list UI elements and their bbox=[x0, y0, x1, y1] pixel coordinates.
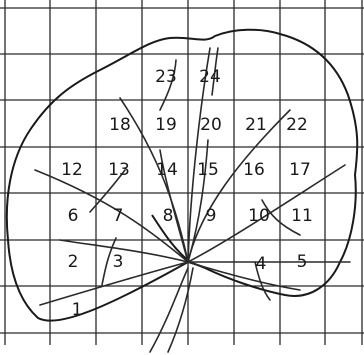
cell-label-9: 9 bbox=[206, 206, 217, 226]
cell-label-17: 17 bbox=[289, 160, 311, 180]
cell-label-24: 24 bbox=[199, 67, 221, 87]
cell-label-12: 12 bbox=[61, 160, 83, 180]
cell-label-8: 8 bbox=[163, 206, 174, 226]
cell-label-10: 10 bbox=[248, 206, 270, 226]
cell-label-16: 16 bbox=[243, 160, 265, 180]
cell-label-1: 1 bbox=[72, 300, 83, 320]
cell-label-22: 22 bbox=[286, 115, 308, 135]
cell-label-14: 14 bbox=[156, 160, 178, 180]
cell-label-23: 23 bbox=[155, 67, 177, 87]
cell-label-19: 19 bbox=[155, 115, 177, 135]
cell-label-21: 21 bbox=[245, 115, 267, 135]
cell-label-11: 11 bbox=[291, 206, 313, 226]
cell-label-2: 2 bbox=[68, 252, 79, 272]
cell-label-20: 20 bbox=[200, 115, 222, 135]
cell-label-15: 15 bbox=[197, 160, 219, 180]
cell-label-5: 5 bbox=[297, 252, 308, 272]
cell-label-3: 3 bbox=[113, 252, 124, 272]
cell-label-18: 18 bbox=[109, 115, 131, 135]
cell-label-6: 6 bbox=[68, 206, 79, 226]
cell-label-4: 4 bbox=[256, 254, 267, 274]
cell-label-13: 13 bbox=[108, 160, 130, 180]
cell-label-7: 7 bbox=[113, 206, 124, 226]
